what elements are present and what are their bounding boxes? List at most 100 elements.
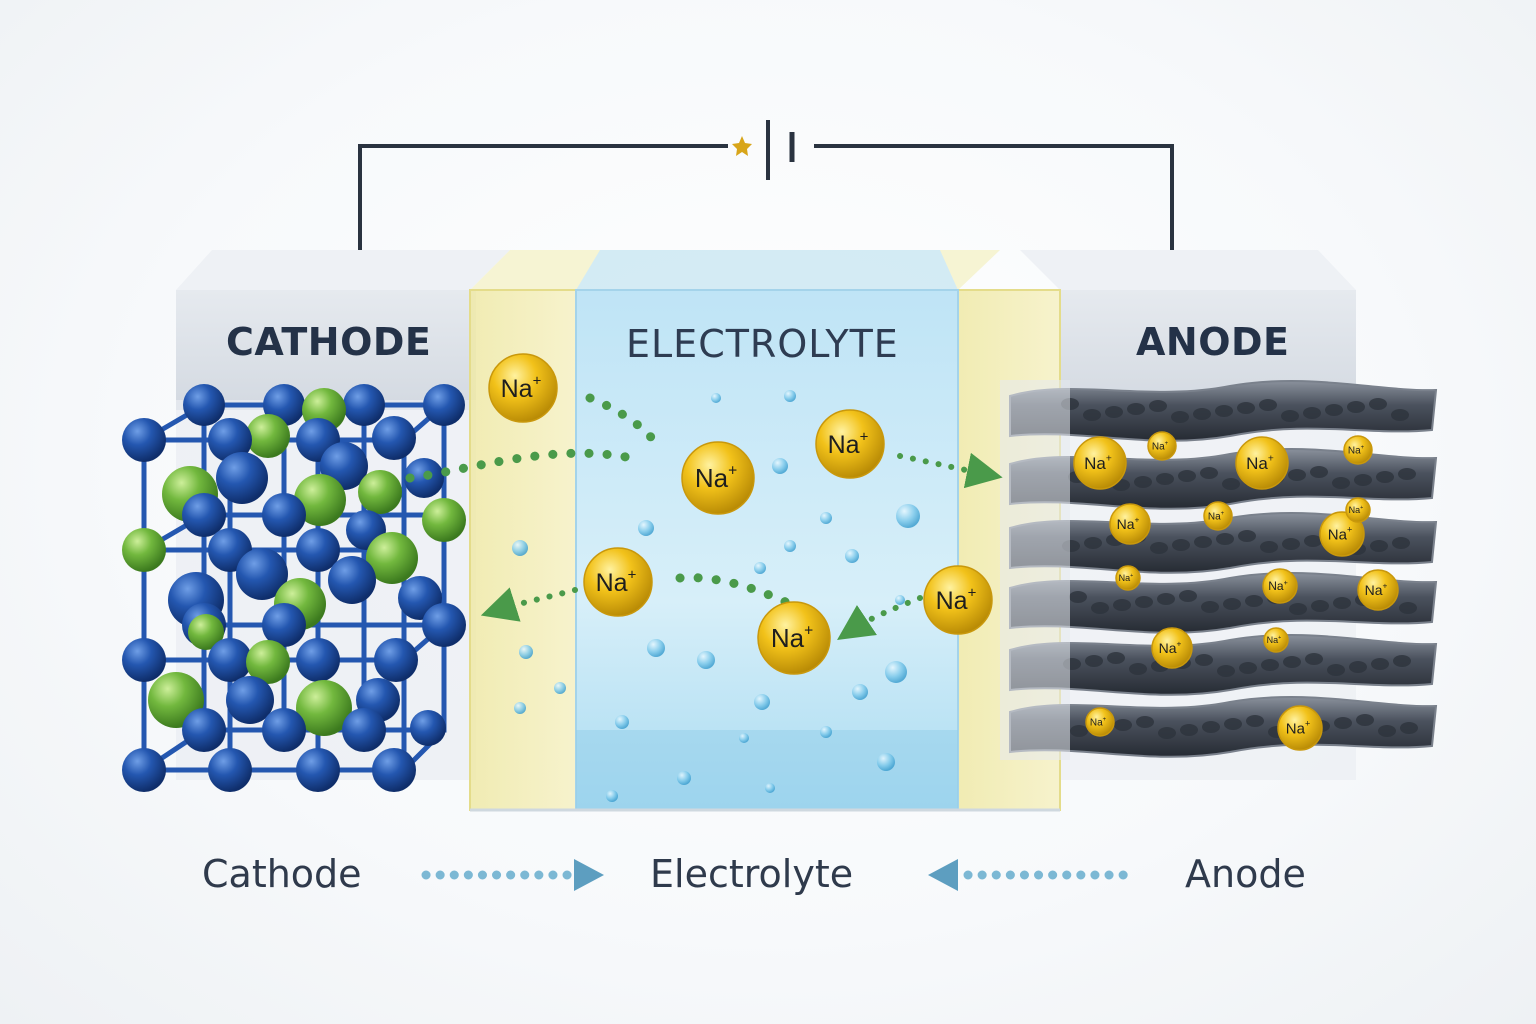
- cathode-atom-green: [422, 498, 466, 542]
- flow-label-electrolyte: Electrolyte: [650, 852, 854, 896]
- cathode-atom-blue: [122, 748, 166, 792]
- cathode-atom-green: [366, 532, 418, 584]
- anode-top-face: [1020, 250, 1356, 290]
- cathode-atom-blue: [328, 556, 376, 604]
- ion-label: Na+: [1268, 578, 1288, 593]
- cathode-title: CATHODE: [226, 320, 432, 364]
- cathode-atom-blue: [372, 416, 416, 460]
- cathode-atom-blue: [296, 638, 340, 682]
- ion-label: Na+: [1365, 581, 1388, 598]
- sodium-ion: Na+: [1203, 501, 1233, 531]
- bubble: [845, 549, 859, 563]
- cathode-atom-blue: [183, 384, 225, 426]
- cathode-atom-blue: [262, 708, 306, 752]
- sodium-ion: Na+: [1151, 627, 1193, 669]
- bubble: [754, 694, 770, 710]
- sodium-ion: Na+: [1147, 431, 1177, 461]
- cathode-crystal-lattice: [122, 384, 466, 792]
- bubble: [765, 783, 775, 793]
- cathode-atom-green: [122, 528, 166, 572]
- ion-path-cathode-out: [405, 448, 645, 483]
- cathode-atom-blue: [182, 708, 226, 752]
- bubble: [754, 562, 766, 574]
- cathode-atom-green: [188, 614, 224, 650]
- graphite-layer: [1009, 633, 1438, 696]
- ion-label: Na+: [1084, 453, 1112, 473]
- flow-arrows: [421, 859, 1129, 891]
- bubble: [606, 790, 618, 802]
- arrow-to-anode: [897, 452, 1003, 489]
- bubble: [677, 771, 691, 785]
- bubble: [877, 753, 895, 771]
- sodium-ion: Na+: [1115, 565, 1141, 591]
- cathode-atom-blue: [410, 710, 446, 746]
- sodium-ion: Na+: [1343, 435, 1373, 465]
- external-circuit: [355, 120, 1177, 263]
- cathode-atom-blue: [404, 458, 444, 498]
- bubble: [895, 595, 905, 605]
- sodium-ion: Na+: [757, 601, 831, 675]
- ion-label: Na+: [1349, 505, 1364, 515]
- cathode-atom-blue: [208, 638, 252, 682]
- graphite-layer: [1009, 695, 1438, 758]
- bubble: [514, 702, 526, 714]
- ion-label: Na+: [1208, 511, 1225, 523]
- sodium-ion: Na+: [583, 547, 653, 617]
- sodium-ion: Na+: [1263, 627, 1289, 653]
- bubble: [896, 504, 920, 528]
- cathode-atom-blue: [372, 748, 416, 792]
- cathode-atom-blue: [226, 676, 274, 724]
- sodium-ion: Na+: [815, 409, 885, 479]
- ion-label: Na+: [596, 567, 637, 597]
- ion-label: Na+: [1117, 515, 1140, 532]
- bubble: [820, 512, 832, 524]
- circuit-wire-left: [358, 144, 728, 258]
- bubble: [615, 715, 629, 729]
- cathode-top-face: [176, 250, 510, 290]
- cathode-atom-green: [294, 474, 346, 526]
- sodium-ion: Na+: [1235, 436, 1289, 490]
- electrolyte-title: ELECTROLYTE: [626, 322, 899, 366]
- sodium-ion: Na+: [1085, 707, 1115, 737]
- bubble: [820, 726, 832, 738]
- cathode-atom-blue: [296, 528, 340, 572]
- cathode-atom-blue: [208, 418, 252, 462]
- bubble: [697, 651, 715, 669]
- spark-icon: [732, 136, 752, 156]
- sodium-ion: Na+: [1277, 705, 1323, 751]
- sodium-ion: Na+: [1109, 503, 1151, 545]
- ion-label: Na+: [1246, 453, 1274, 473]
- ion-label: Na+: [1267, 635, 1282, 645]
- bubble: [784, 540, 796, 552]
- dotted-arrow-icon: [928, 859, 958, 891]
- graphite-layer: [1009, 379, 1438, 442]
- bubble: [647, 639, 665, 657]
- cathode-atom-green: [358, 470, 402, 514]
- ion-label: Na+: [1328, 525, 1352, 544]
- cathode-atom-blue: [343, 384, 385, 426]
- ion-label: Na+: [1090, 717, 1107, 729]
- cathode-atom-blue: [262, 493, 306, 537]
- flow-label-cathode: Cathode: [202, 852, 362, 896]
- cathode-atom-blue: [236, 548, 288, 600]
- dotted-arrow-icon: [574, 859, 604, 891]
- cathode-atom-blue: [422, 603, 466, 647]
- ion-label: Na+: [1152, 441, 1169, 453]
- sodium-ion: Na+: [681, 441, 755, 515]
- sodium-ion: Na+: [1345, 497, 1371, 523]
- cathode-atom-blue: [342, 708, 386, 752]
- arrow-to-electrolyte: [837, 595, 923, 640]
- ion-label: Na+: [1348, 445, 1365, 457]
- cathode-atom-blue: [182, 493, 226, 537]
- bubble: [512, 540, 528, 556]
- cathode-atom-blue: [122, 638, 166, 682]
- electrolyte-bubbles: [512, 390, 920, 802]
- cathode-atom-blue: [122, 418, 166, 462]
- ion-label: Na+: [1119, 573, 1134, 583]
- cathode-atom-blue: [216, 452, 268, 504]
- flow-label-anode: Anode: [1185, 852, 1306, 896]
- bubble: [638, 520, 654, 536]
- cathode-atom-green: [246, 414, 290, 458]
- bubble: [711, 393, 721, 403]
